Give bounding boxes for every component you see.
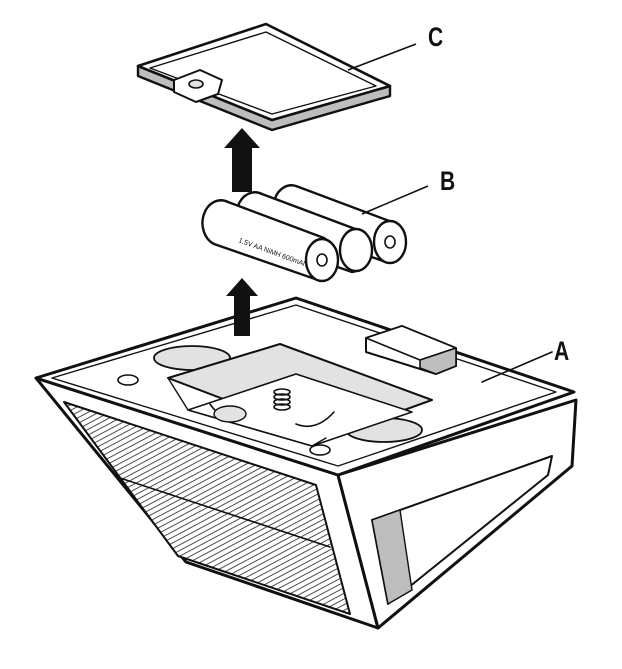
sensor-block-side bbox=[419, 347, 457, 375]
side-light-recess-shade bbox=[371, 509, 413, 605]
spring-contact-icon bbox=[273, 388, 291, 411]
solar-panel-divider bbox=[119, 477, 331, 548]
solar-light-housing bbox=[34, 296, 578, 630]
callout-a: A bbox=[554, 336, 570, 366]
arrow-up-icon-lower bbox=[226, 278, 258, 336]
arrow-up-icon-upper bbox=[224, 128, 260, 192]
leader-line-a bbox=[481, 351, 553, 383]
leader-line-c bbox=[347, 43, 417, 71]
battery-cover bbox=[136, 22, 417, 132]
housing-top-rim bbox=[51, 304, 557, 467]
mounting-hole-front bbox=[309, 444, 331, 456]
solar-panel bbox=[63, 401, 351, 615]
mounting-hole-left bbox=[117, 374, 139, 386]
cover-top bbox=[136, 22, 392, 122]
callout-c: C bbox=[428, 22, 444, 52]
batteries-group: 1.5V AA NiMH 600mAh bbox=[201, 184, 429, 283]
cover-inset bbox=[149, 31, 377, 115]
cradle-recess bbox=[213, 405, 247, 423]
callout-b: B bbox=[440, 166, 456, 196]
compartment-wall bbox=[167, 377, 327, 447]
cover-latch-hole bbox=[188, 79, 204, 89]
leader-line-b bbox=[361, 185, 429, 215]
battery-cradle-right bbox=[295, 411, 335, 428]
battery-front bbox=[201, 199, 340, 283]
